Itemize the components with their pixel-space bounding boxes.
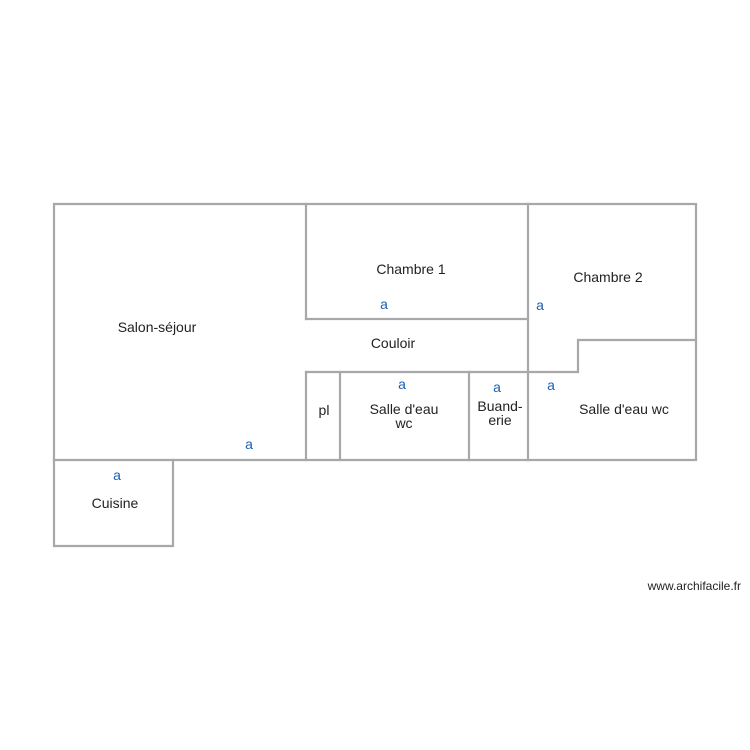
room-salle-eau-wc-1-line2: wc [394,415,412,431]
chambre2-bottom-wall [526,338,698,374]
room-labels: Salon-séjour Chambre 1 Chambre 2 Couloir… [92,261,669,511]
opening-marker: a [547,377,555,393]
room-cuisine-label: Cuisine [92,495,139,511]
room-salle-eau-wc-2-label: Salle d'eau wc [579,401,669,417]
room-buanderie-line2: erie [488,412,512,428]
room-chambre1-label: Chambre 1 [376,261,445,277]
opening-marker: a [536,297,544,313]
walls [52,202,698,548]
outer-wall [52,202,698,462]
opening-marker: a [493,379,501,395]
room-chambre2-label: Chambre 2 [573,269,642,285]
opening-markers: a a a a a a a [113,296,555,483]
kitchen-wall [52,458,175,548]
credit-link[interactable]: www.archifacile.fr [647,579,741,593]
room-pl-label: pl [319,402,330,418]
opening-marker: a [245,436,253,452]
room-salon-label: Salon-séjour [118,319,197,335]
room-couloir-label: Couloir [371,335,416,351]
opening-marker: a [380,296,388,312]
room-buanderie-line1: Buand- [477,398,522,414]
room-salle-eau-wc-1-line1: Salle d'eau [370,401,439,417]
opening-marker: a [398,376,406,392]
opening-marker: a [113,467,121,483]
